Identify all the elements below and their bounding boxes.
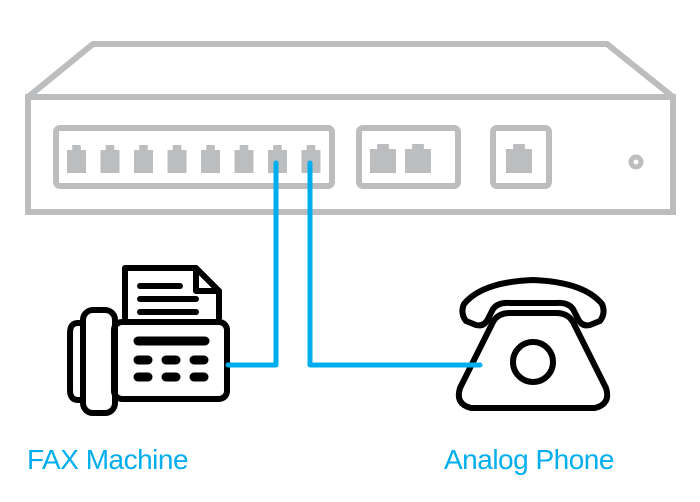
uplink-port-list — [370, 144, 431, 173]
fax-machine-icon — [67, 265, 230, 416]
network-switch — [25, 41, 676, 215]
fax-keypad — [133, 355, 209, 382]
analog-phone-icon — [455, 277, 611, 411]
phone-port-list — [67, 145, 321, 173]
ethernet-port-icon — [370, 144, 396, 173]
ethernet-port-icon — [506, 144, 532, 173]
port-group-phone-ports — [53, 125, 335, 189]
fax-handset — [80, 307, 118, 416]
phone-dial — [510, 339, 556, 385]
fax-handset-base — [67, 320, 86, 403]
fax-paper-fold — [193, 265, 222, 294]
phone-base — [455, 310, 611, 411]
ethernet-port-icon — [405, 144, 431, 173]
ethernet-port-icon — [134, 145, 153, 173]
ethernet-port-icon — [301, 145, 321, 173]
ethernet-port-icon — [201, 145, 220, 173]
phone-handset — [459, 277, 607, 329]
ethernet-port-icon — [67, 145, 86, 173]
switch-front-panel — [25, 94, 676, 215]
cable-fax — [225, 160, 279, 368]
ethernet-port-icon — [100, 145, 120, 173]
wan-port-list — [506, 144, 532, 173]
ethernet-port-icon — [167, 145, 187, 173]
analog-phone-label: Analog Phone — [444, 444, 614, 475]
cable-phone — [307, 160, 483, 368]
port-group-uplink-ports — [356, 125, 461, 189]
ethernet-port-icon — [268, 145, 287, 173]
port-group-wan-port — [490, 125, 552, 189]
power-led-icon — [628, 154, 644, 170]
ethernet-port-icon — [234, 145, 254, 173]
fax-machine-label: FAX Machine — [27, 444, 189, 475]
switch-top-panel — [26, 41, 675, 100]
